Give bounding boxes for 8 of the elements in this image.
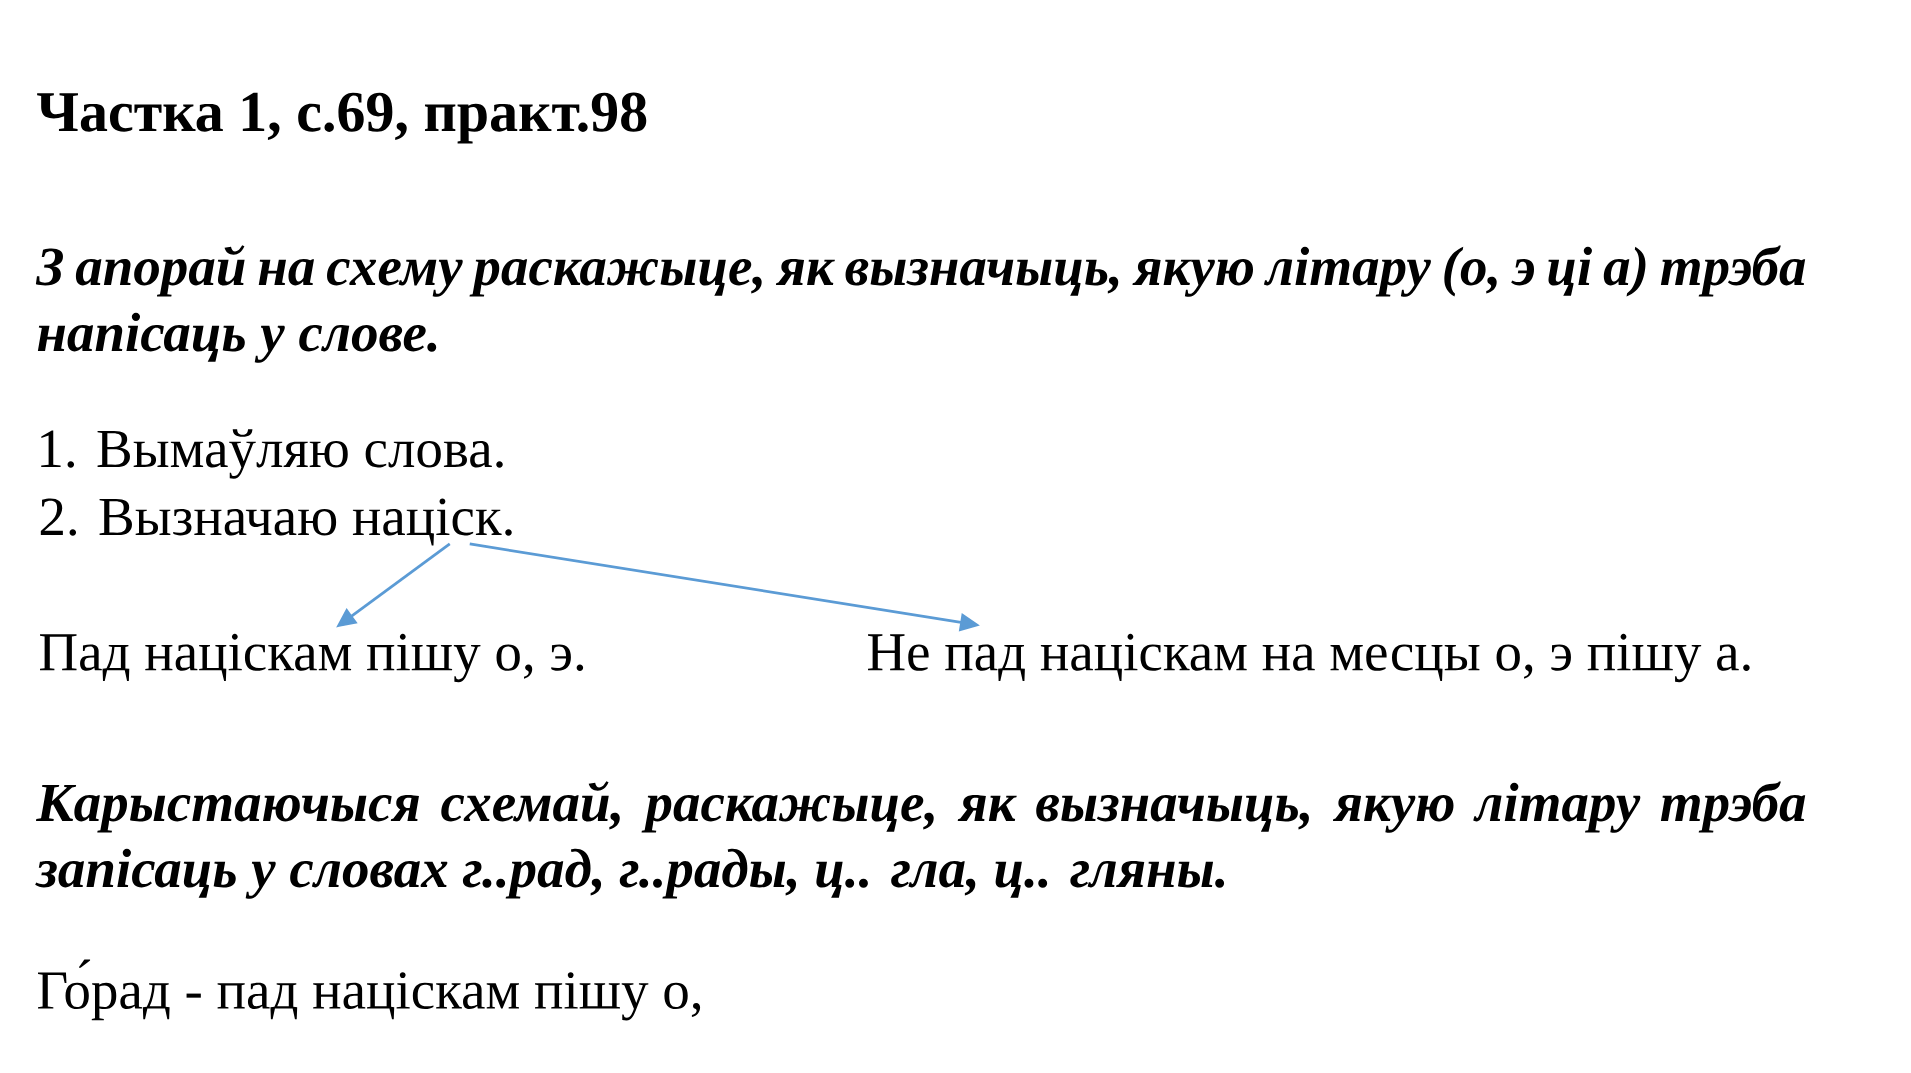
answer-text: Го́рад - пад націскам пішу о, — [38, 959, 701, 1021]
instruction-text: З апорай на схему раскажыце, як вызначыць, якую літару (о, э ці а) трэба напісаць у слове. — [35, 245, 1806, 363]
instruction-text: Карыстаючыся схемай, раскажыце, як вызначыць, якую літару трэба запісаць у словах г..рад, г..рады, ц.. гла, ц.. гляны. — [35, 781, 1806, 899]
heading: Частка 1, с.69, практ.98 — [37, 92, 647, 144]
step-text: 1. Вымаўляю слова. — [41, 429, 503, 479]
rule-text: Не пад націскам на месцы о, э пішу а. — [868, 633, 1750, 683]
rule-text: Пад націскам пішу о, э. — [40, 633, 584, 683]
step-text: 2. Вызначаю націск. — [40, 498, 512, 546]
